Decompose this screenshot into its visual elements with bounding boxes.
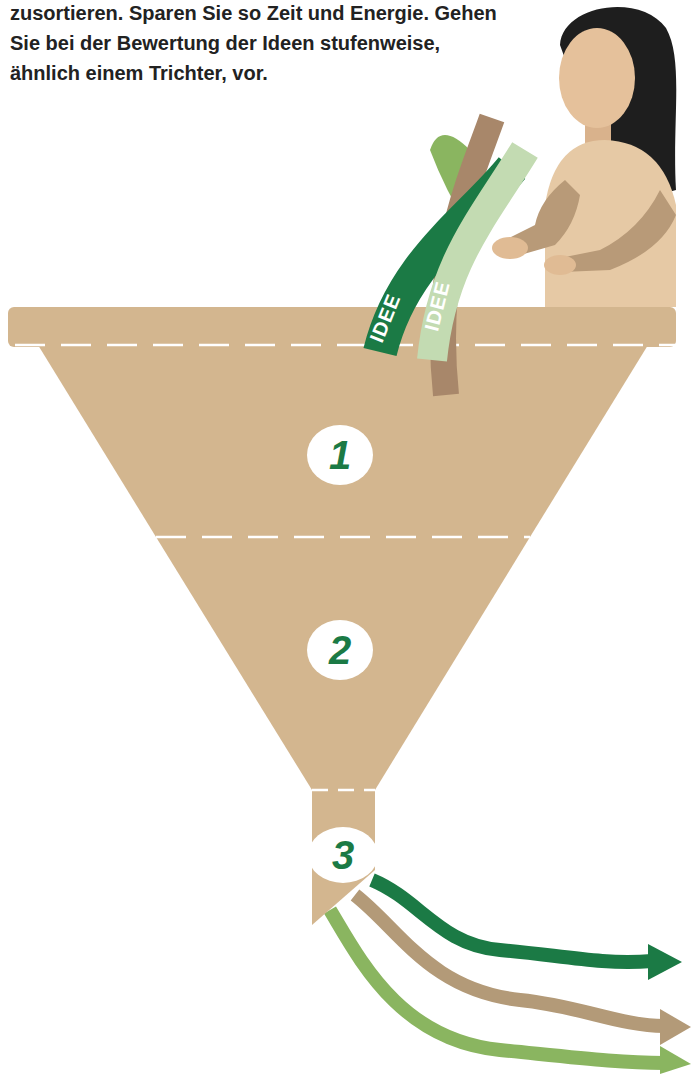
funnel-stage: 2 (156, 537, 530, 790)
stage-divider (312, 789, 375, 792)
stage-divider (15, 344, 680, 347)
hand (492, 237, 528, 259)
callout-number: 2 (300, 625, 380, 675)
ribbon (432, 150, 525, 360)
face (559, 28, 635, 128)
funnel-stage: 1 (38, 345, 648, 537)
funnel-rim (8, 307, 676, 347)
ribbon-label: IDEE (360, 281, 410, 356)
stage-band (38, 345, 648, 537)
intro-text: zusortieren. Sparen Sie so Zeit und Ener… (10, 0, 515, 88)
callout-number: 3 (303, 830, 383, 880)
hand (544, 255, 576, 275)
arrow-head (648, 944, 682, 980)
callout-number: 1 (300, 430, 380, 480)
funnel-stage: 3 (312, 790, 375, 925)
arm (560, 190, 676, 272)
arrow-head (660, 1009, 691, 1045)
stage-divider (156, 536, 530, 539)
outflow-arrow (330, 910, 664, 1063)
stage-band (156, 537, 530, 790)
arrow-head (660, 1046, 691, 1074)
ribbon-label: IDEE (416, 269, 458, 343)
